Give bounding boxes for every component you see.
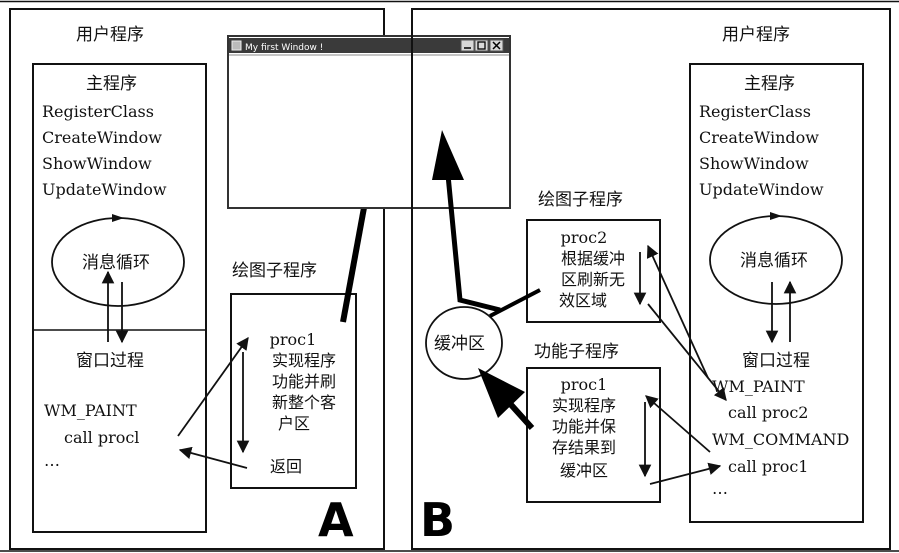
panel-b-refresh-path — [445, 174, 501, 313]
panel-b-func-sub-lines: proc1 实现程序 功能并保 存结果到 缓冲区 — [552, 375, 616, 480]
panel-a-loop-arrow-head — [112, 214, 124, 222]
window-titlebar — [229, 38, 509, 53]
panel-b-wm-command: WM_COMMAND — [712, 430, 849, 449]
panel-b-proc2-buffer-link — [489, 288, 541, 318]
panel-a-frame — [9, 8, 385, 550]
panel-b-func-line: 存结果到 — [552, 438, 616, 457]
panel-a-draw-line: 实现程序 — [272, 351, 336, 370]
panel-b-loop-arrow-head — [770, 212, 782, 220]
panel-a-draw-sub-label: 绘图子程序 — [232, 261, 317, 281]
panel-a-call-arrow — [177, 336, 249, 437]
panel-a-call-proc1: call procl — [64, 428, 139, 447]
panel-a-draw-line: 功能并刷 — [272, 372, 336, 391]
panel-b-func-line: 缓冲区 — [560, 461, 608, 480]
close-icon — [492, 41, 501, 50]
panel-b-frame — [411, 8, 891, 550]
panel-a-call-update: UpdateWindow — [42, 180, 167, 199]
panel-b-draw-sub-label: 绘图子程序 — [538, 190, 623, 210]
panel-a-call-create: CreateWindow — [42, 128, 162, 147]
panel-b-main-program: 主程序 — [744, 74, 795, 94]
panel-a-letter: A — [318, 493, 354, 547]
panel-b-save-arrow-head — [478, 368, 525, 418]
panel-b-wmcommand-to-proc1-arrow — [645, 395, 711, 453]
panel-b-call-update: UpdateWindow — [699, 180, 824, 199]
panel-b-draw-line: proc2 — [561, 228, 608, 247]
panel-a-message-loop: 消息循环 — [82, 253, 150, 273]
panel-a-call-register: RegisterClass — [42, 102, 154, 121]
panel-a-return: 返回 — [270, 457, 302, 476]
panel-b-wmpaint-to-proc2-arrow — [646, 244, 709, 379]
panel-a-wm-paint: WM_PAINT — [44, 401, 137, 420]
panel-a-draw-line: 户区 — [278, 414, 310, 433]
window-app-icon — [231, 40, 242, 51]
panel-b-func-sub-label: 功能子程序 — [534, 342, 619, 362]
panel-b-call-register: RegisterClass — [699, 102, 811, 121]
window-minimize-button[interactable] — [460, 39, 475, 52]
panel-b-proc1-return-arrow — [649, 462, 722, 485]
panel-b-func-line: proc1 — [561, 375, 608, 394]
panel-a-draw-sub-box — [230, 293, 357, 489]
panel-b-refresh-arrow-head — [432, 130, 464, 180]
panel-a-ellipsis: … — [44, 451, 60, 470]
panel-b-buffer-ellipse — [425, 306, 503, 380]
panel-b-call-proc2: call proc2 — [728, 403, 808, 422]
panel-a-main-program: 主程序 — [86, 74, 137, 94]
maximize-icon — [477, 41, 486, 50]
panel-b-call-show: ShowWindow — [699, 154, 809, 173]
panel-a-return-arrow — [178, 446, 248, 469]
panel-b-message-loop: 消息循环 — [740, 251, 808, 271]
panel-b-wm-paint: WM_PAINT — [712, 377, 805, 396]
panel-b-func-sub-box — [526, 367, 661, 503]
panel-a-draw-sub-lines: proc1 实现程序 功能并刷 新整个客 户区 — [270, 330, 336, 433]
panel-a-draw-line: 新整个客 — [272, 393, 336, 412]
panel-b-buffer: 缓冲区 — [434, 334, 485, 354]
panel-b-draw-line: 区刷新无 — [561, 270, 625, 289]
window-frame — [227, 35, 511, 209]
panel-b-draw-line: 效区域 — [559, 291, 607, 310]
panel-b-draw-sub-lines: proc2 根据缓冲 区刷新无 效区域 — [559, 228, 625, 310]
panel-b-window-proc: 窗口过程 — [742, 351, 810, 371]
panel-b-call-create: CreateWindow — [699, 128, 819, 147]
panel-a-draw-line: proc1 — [270, 330, 317, 349]
panel-b-call-proc1: call proc1 — [728, 457, 808, 476]
panel-b-user-program: 用户程序 — [722, 25, 790, 45]
panel-b-func-line: 功能并保 — [552, 417, 616, 436]
panel-b-func-line: 实现程序 — [552, 396, 616, 415]
panel-a-main-box — [32, 63, 207, 533]
window-title: My first Window ! — [245, 43, 323, 53]
panel-a-window-proc: 窗口过程 — [76, 351, 144, 371]
panel-b-ellipsis: … — [712, 479, 728, 498]
panel-b-letter: B — [420, 493, 455, 547]
panel-a-call-show: ShowWindow — [42, 154, 152, 173]
panel-b-proc2-to-wmpaint-arrow — [647, 303, 727, 401]
window-maximize-button[interactable] — [474, 39, 489, 52]
panel-b-main-box — [689, 63, 864, 523]
panel-a-user-program: 用户程序 — [76, 25, 144, 45]
panel-b-draw-line: 根据缓冲 — [561, 249, 625, 268]
